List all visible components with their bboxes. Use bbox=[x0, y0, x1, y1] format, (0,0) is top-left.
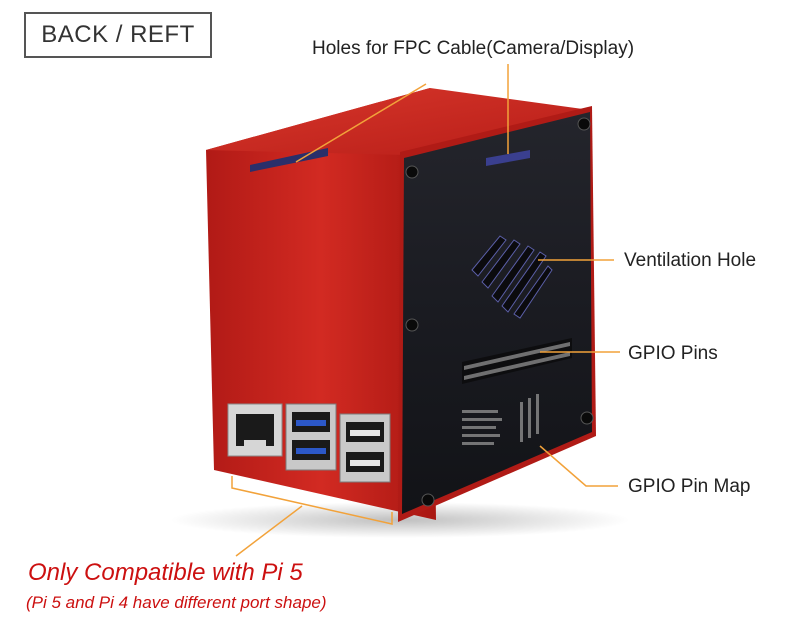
ventilation-grille bbox=[471, 235, 553, 319]
case-top bbox=[206, 88, 590, 155]
ports-bracket bbox=[231, 476, 393, 525]
callout-ventilation-hole: Ventilation Hole bbox=[624, 250, 757, 271]
usb2-ports bbox=[339, 413, 391, 483]
panel-screws bbox=[405, 117, 594, 507]
fpc-slot-panel bbox=[486, 150, 530, 166]
gpio-header bbox=[462, 338, 572, 384]
compatibility-title: Only Compatible with Pi 5 bbox=[28, 559, 303, 586]
leader-lines bbox=[235, 64, 620, 557]
ethernet-port bbox=[227, 403, 283, 457]
gpio-pin-map-print bbox=[462, 394, 539, 445]
usb3-ports bbox=[285, 403, 337, 471]
back-panel bbox=[402, 112, 592, 514]
callout-fpc-holes: Holes for FPC Cable(Camera/Display) bbox=[312, 38, 635, 59]
compatibility-note: (Pi 5 and Pi 4 have different port shape… bbox=[26, 593, 327, 612]
callout-gpio-pins: GPIO Pins bbox=[628, 343, 718, 364]
callout-gpio-pin-map: GPIO Pin Map bbox=[628, 476, 751, 497]
view-label: BACK / REFT bbox=[24, 12, 212, 58]
